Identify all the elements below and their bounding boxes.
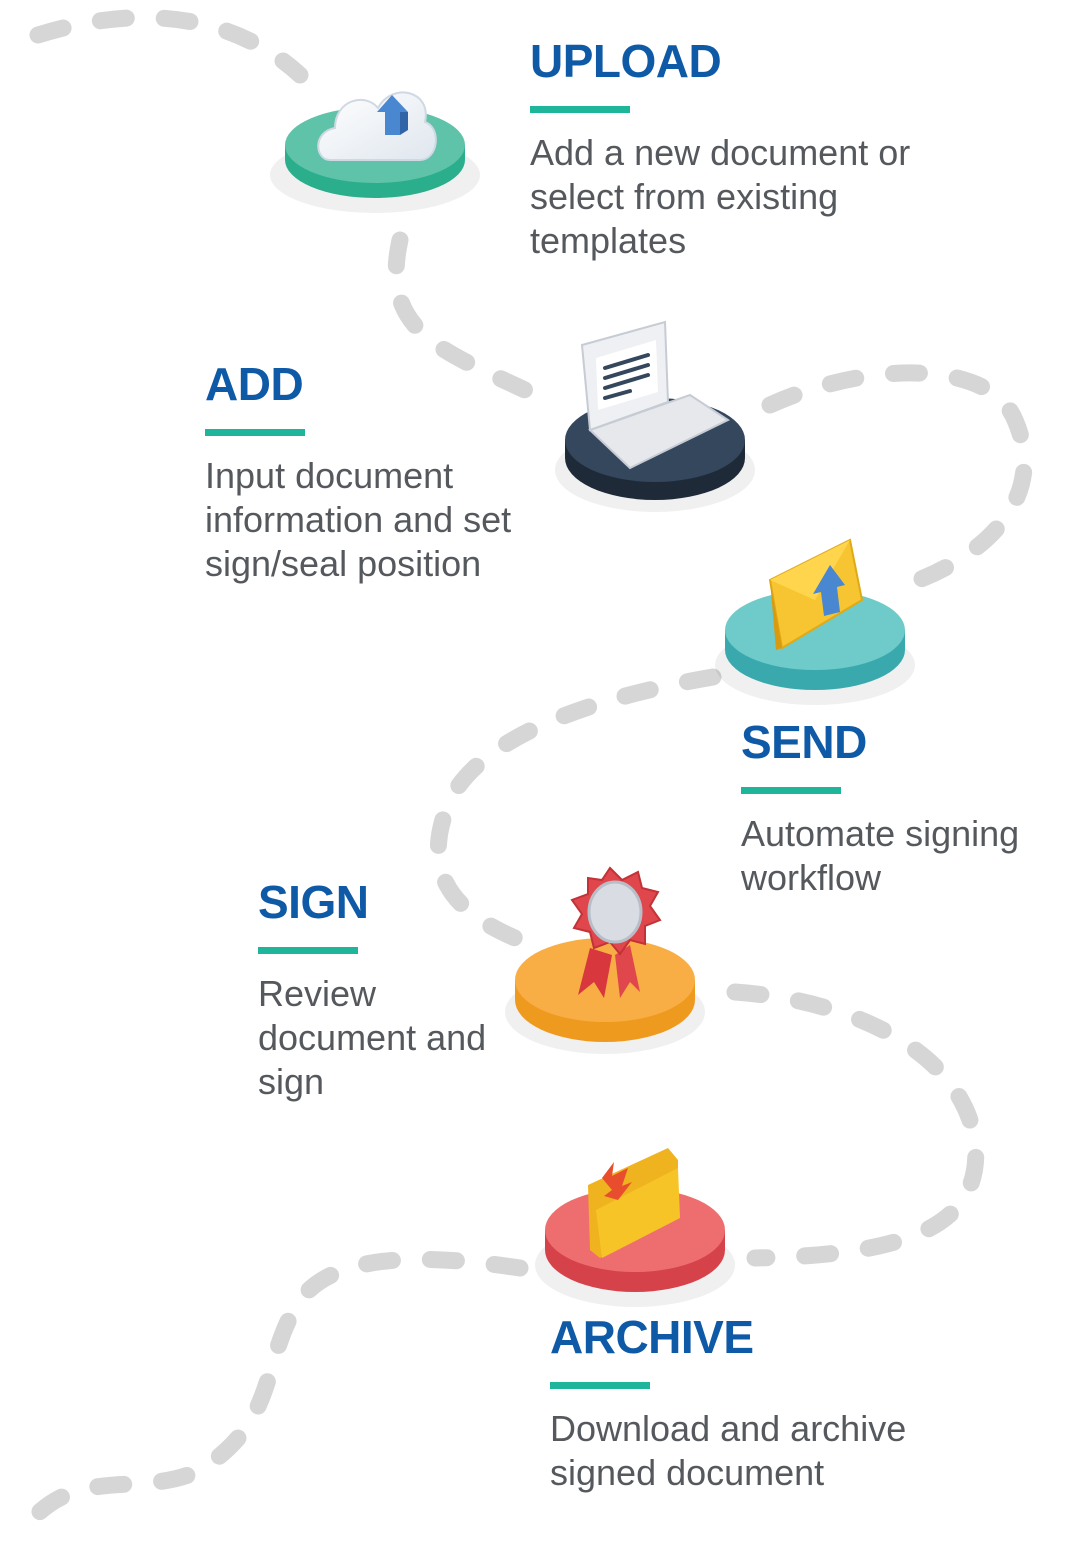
- title-underline: [550, 1382, 650, 1389]
- folder-download-icon: [588, 1148, 680, 1258]
- step-title: ARCHIVE: [550, 1311, 754, 1363]
- step-description: Automate signing workflow: [741, 813, 1020, 898]
- sign-platform: [505, 938, 705, 1054]
- step-archive: ARCHIVE Download and archive signed docu…: [550, 1314, 1050, 1495]
- envelope-send-icon: [768, 538, 864, 650]
- step-description: Input document information and set sign/…: [205, 455, 512, 584]
- step-send: SEND Automate signing workflow: [741, 719, 1071, 900]
- step-description: Download and archive signed document: [550, 1408, 907, 1493]
- title-underline: [530, 106, 630, 113]
- award-ribbon-icon: [570, 866, 662, 998]
- step-title: SEND: [741, 716, 867, 768]
- dashed-workflow-path: [11, 9, 1033, 1544]
- step-sign: SIGN Review document and sign: [258, 879, 528, 1104]
- step-title: ADD: [205, 358, 304, 410]
- step-title: UPLOAD: [530, 35, 722, 87]
- step-title: SIGN: [258, 876, 369, 928]
- send-platform: [715, 590, 915, 705]
- title-underline: [258, 947, 358, 954]
- step-description: Add a new document or select from existi…: [530, 132, 911, 261]
- title-underline: [741, 787, 841, 794]
- step-description: Review document and sign: [258, 973, 487, 1102]
- step-upload: UPLOAD Add a new document or select from…: [530, 38, 1050, 263]
- laptop-document-icon: [580, 320, 731, 470]
- title-underline: [205, 429, 305, 436]
- cloud-upload-icon: [317, 91, 437, 161]
- step-add: ADD Input document information and set s…: [205, 361, 565, 586]
